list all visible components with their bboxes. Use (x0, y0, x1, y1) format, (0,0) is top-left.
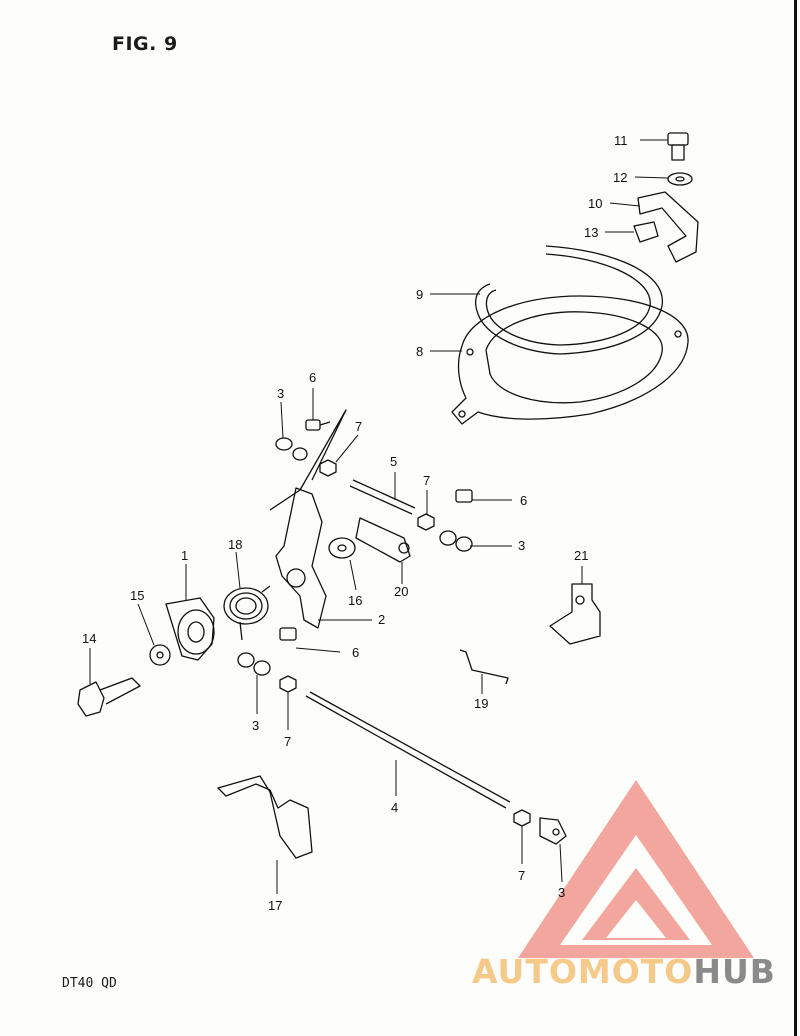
callout-3-right: 3 (518, 538, 525, 553)
part-6-ball-stud-top (305, 388, 331, 431)
part-3-joint-lower (237, 652, 271, 714)
part-6-ball-stud-lower (279, 627, 341, 653)
callout-17: 17 (268, 898, 282, 913)
figure-title: FIG. 9 (112, 33, 178, 55)
part-7-nut-lower (279, 675, 297, 730)
part-7-nut-rod-end (513, 809, 531, 864)
part-15-washer (137, 603, 171, 666)
part-16-washer (328, 537, 357, 591)
callout-3-top: 3 (277, 386, 284, 401)
part-3-joint-rod-end (539, 817, 567, 883)
callout-7-rod-end: 7 (518, 868, 525, 883)
callout-16: 16 (348, 593, 362, 608)
part-2-throttle-lever (269, 409, 372, 629)
part-11-bolt (640, 132, 689, 161)
part-10-retainer-plate (609, 191, 699, 263)
callout-6-right: 6 (520, 493, 527, 508)
watermark-text: AUTOMOTOHUB (472, 952, 776, 991)
part-6-ball-stud-right (455, 489, 512, 503)
watermark-text-a: AUTOMOTO (472, 952, 694, 991)
callout-6-lower: 6 (352, 645, 359, 660)
part-3-joint-top (275, 401, 308, 461)
callout-13: 13 (584, 225, 598, 240)
callout-1: 1 (181, 548, 188, 563)
part-3-joint-right (439, 530, 512, 552)
callout-4: 4 (391, 800, 398, 815)
model-code: DT40 QD (62, 976, 117, 991)
callout-5: 5 (390, 454, 397, 469)
part-8-base-plate (430, 295, 689, 425)
watermark-text-b: HUB (693, 952, 776, 991)
part-14-shoulder-bolt (77, 648, 141, 717)
callout-11: 11 (614, 133, 628, 148)
callout-7-lower: 7 (284, 734, 291, 749)
part-5-stud (349, 472, 416, 515)
callout-20: 20 (394, 584, 408, 599)
watermark-logo-icon (518, 780, 754, 958)
callout-7-mid: 7 (423, 473, 430, 488)
part-21-bracket (549, 566, 601, 645)
callout-19: 19 (474, 696, 488, 711)
callout-8: 8 (416, 344, 423, 359)
part-17-support-bracket (217, 775, 313, 894)
callout-3-lower: 3 (252, 718, 259, 733)
part-9-cam-ring (430, 245, 663, 355)
callout-10: 10 (588, 196, 602, 211)
callout-12: 12 (613, 170, 627, 185)
callout-3-rod-end: 3 (558, 885, 565, 900)
part-12-washer (634, 172, 693, 186)
part-13-rubber-pad (605, 221, 659, 243)
callout-14: 14 (82, 631, 96, 646)
part-1-cam-pulley (165, 564, 215, 661)
part-7-nut-top (319, 434, 359, 477)
callout-6-top: 6 (309, 370, 316, 385)
callout-2: 2 (378, 612, 385, 627)
part-19-link-rod (459, 649, 509, 694)
callout-18: 18 (228, 537, 242, 552)
callout-9: 9 (416, 287, 423, 302)
callout-21: 21 (574, 548, 588, 563)
part-7-nut-mid (417, 490, 435, 531)
part-20-link-lever (355, 517, 411, 584)
part-18-spring (223, 551, 271, 641)
callout-15: 15 (130, 588, 144, 603)
callout-7-top: 7 (355, 419, 362, 434)
part-4-throttle-rod (305, 691, 511, 809)
scan-edge-border (794, 0, 797, 1036)
